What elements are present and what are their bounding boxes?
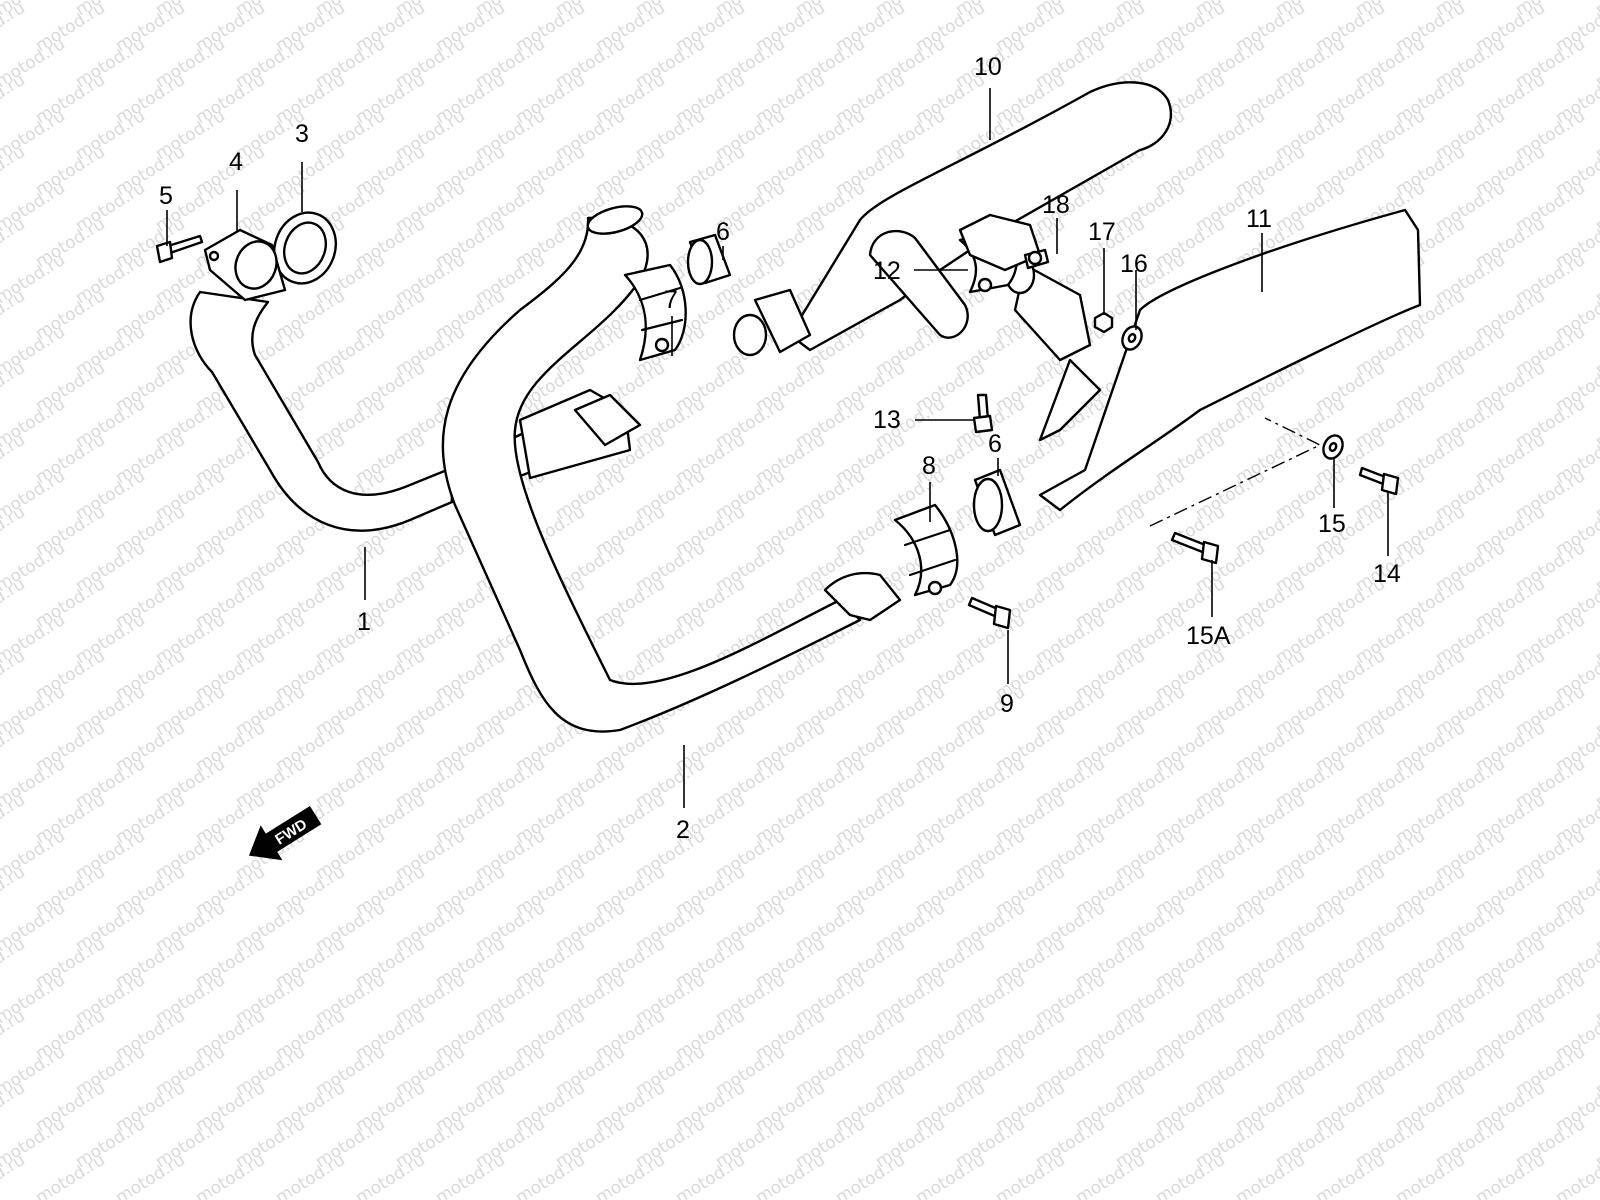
clamp-bolt — [967, 596, 1012, 630]
watermark-text: motod.ru — [0, 574, 29, 632]
watermark-text: motod.ru — [0, 358, 29, 416]
assembly-line — [1149, 417, 1322, 527]
center-bolt — [972, 393, 994, 434]
callout-1: 1 — [357, 608, 371, 636]
watermark-text: motod.ru — [512, 1150, 589, 1200]
callout-17: 17 — [1088, 218, 1116, 246]
callout-10: 10 — [974, 53, 1002, 81]
watermark-text: motod.ru — [0, 934, 29, 992]
watermark-text: motod.ru — [752, 1150, 829, 1200]
watermark-text: motod.ru — [1472, 1150, 1549, 1200]
watermark-text: motod.ru — [1232, 1150, 1309, 1200]
watermark-text: motod.ru — [112, 1150, 189, 1200]
watermark-text: motod.ru — [432, 1150, 509, 1200]
watermark-text: motod.ru — [352, 1150, 429, 1200]
watermark-text: motod.ru — [32, 1150, 109, 1200]
watermark-text: motod.ru — [0, 0, 29, 56]
upper-clamp — [623, 263, 687, 362]
watermark-text: motod.ru — [0, 70, 29, 128]
exhaust-flange — [203, 228, 287, 302]
callout-7: 7 — [664, 286, 678, 314]
upper-muffler — [732, 81, 1173, 357]
watermark-text: motod.ru — [1592, 0, 1600, 20]
watermark-text: motod.ru — [0, 790, 29, 848]
watermark-text: motod.ru — [672, 1150, 749, 1200]
watermark-text: motod.ru — [0, 1006, 29, 1064]
callout-14: 14 — [1373, 560, 1401, 588]
watermark-text: motod.ru — [0, 286, 29, 344]
watermark-text: motod.ru — [0, 142, 29, 200]
muffler-bracket — [958, 213, 1050, 272]
watermark-text: motod.ru — [832, 1150, 909, 1200]
callout-6-upper: 6 — [716, 218, 730, 246]
watermark-text: motod.ru — [1392, 1150, 1469, 1200]
callout-3: 3 — [295, 120, 309, 148]
callout-2: 2 — [676, 816, 690, 844]
watermark-text: motod.ru — [1312, 1150, 1389, 1200]
watermark-text: motod.ru — [272, 1150, 349, 1200]
rear-exhaust-pipe — [441, 205, 902, 733]
callout-12: 12 — [873, 257, 901, 285]
callout-9: 9 — [1000, 690, 1014, 718]
callout-16: 16 — [1120, 250, 1148, 278]
watermark-text: motod.ru — [992, 1150, 1069, 1200]
washer-15 — [1322, 434, 1344, 460]
lower-clamp — [893, 503, 959, 597]
exhaust-gasket — [273, 211, 337, 285]
watermark-text: motod.ru — [192, 1150, 269, 1200]
washer-16 — [1121, 325, 1143, 351]
callout-6-lower: 6 — [988, 430, 1002, 458]
watermark-text: motod.ru — [0, 1078, 29, 1136]
callouts: 1 2 3 4 5 6 6 7 8 9 10 11 12 13 14 15 15… — [159, 53, 1401, 844]
callout-18: 18 — [1042, 191, 1070, 219]
flange-bolt — [155, 234, 204, 264]
bolt-15a — [1170, 531, 1220, 565]
watermark-text: motod.ru — [1152, 1150, 1229, 1200]
watermark-text: motod.ru — [592, 1150, 669, 1200]
watermark-text: motod.ru — [0, 862, 29, 920]
watermark-text: motod.ru — [0, 430, 29, 488]
watermark-text: motod.ru — [0, 214, 29, 272]
nut-17 — [1093, 311, 1114, 334]
watermark-text: motod.ru — [0, 502, 29, 560]
watermark-text: motod.ru — [1072, 1150, 1149, 1200]
bolt-14 — [1358, 466, 1400, 496]
callout-5: 5 — [159, 182, 173, 210]
connector-sleeve-upper — [686, 233, 732, 286]
callout-8: 8 — [922, 452, 936, 480]
callout-4: 4 — [229, 148, 243, 176]
watermark-text: motod.ru — [912, 1150, 989, 1200]
callout-15: 15 — [1318, 510, 1346, 538]
connector-sleeve-lower — [972, 468, 1022, 537]
watermark-text: motod.ru — [0, 646, 29, 704]
watermark-text: motod.ru — [0, 718, 29, 776]
callout-13: 13 — [873, 406, 901, 434]
callout-11: 11 — [1246, 205, 1272, 233]
leader-lines — [166, 88, 1389, 808]
callout-15a: 15A — [1186, 622, 1231, 650]
